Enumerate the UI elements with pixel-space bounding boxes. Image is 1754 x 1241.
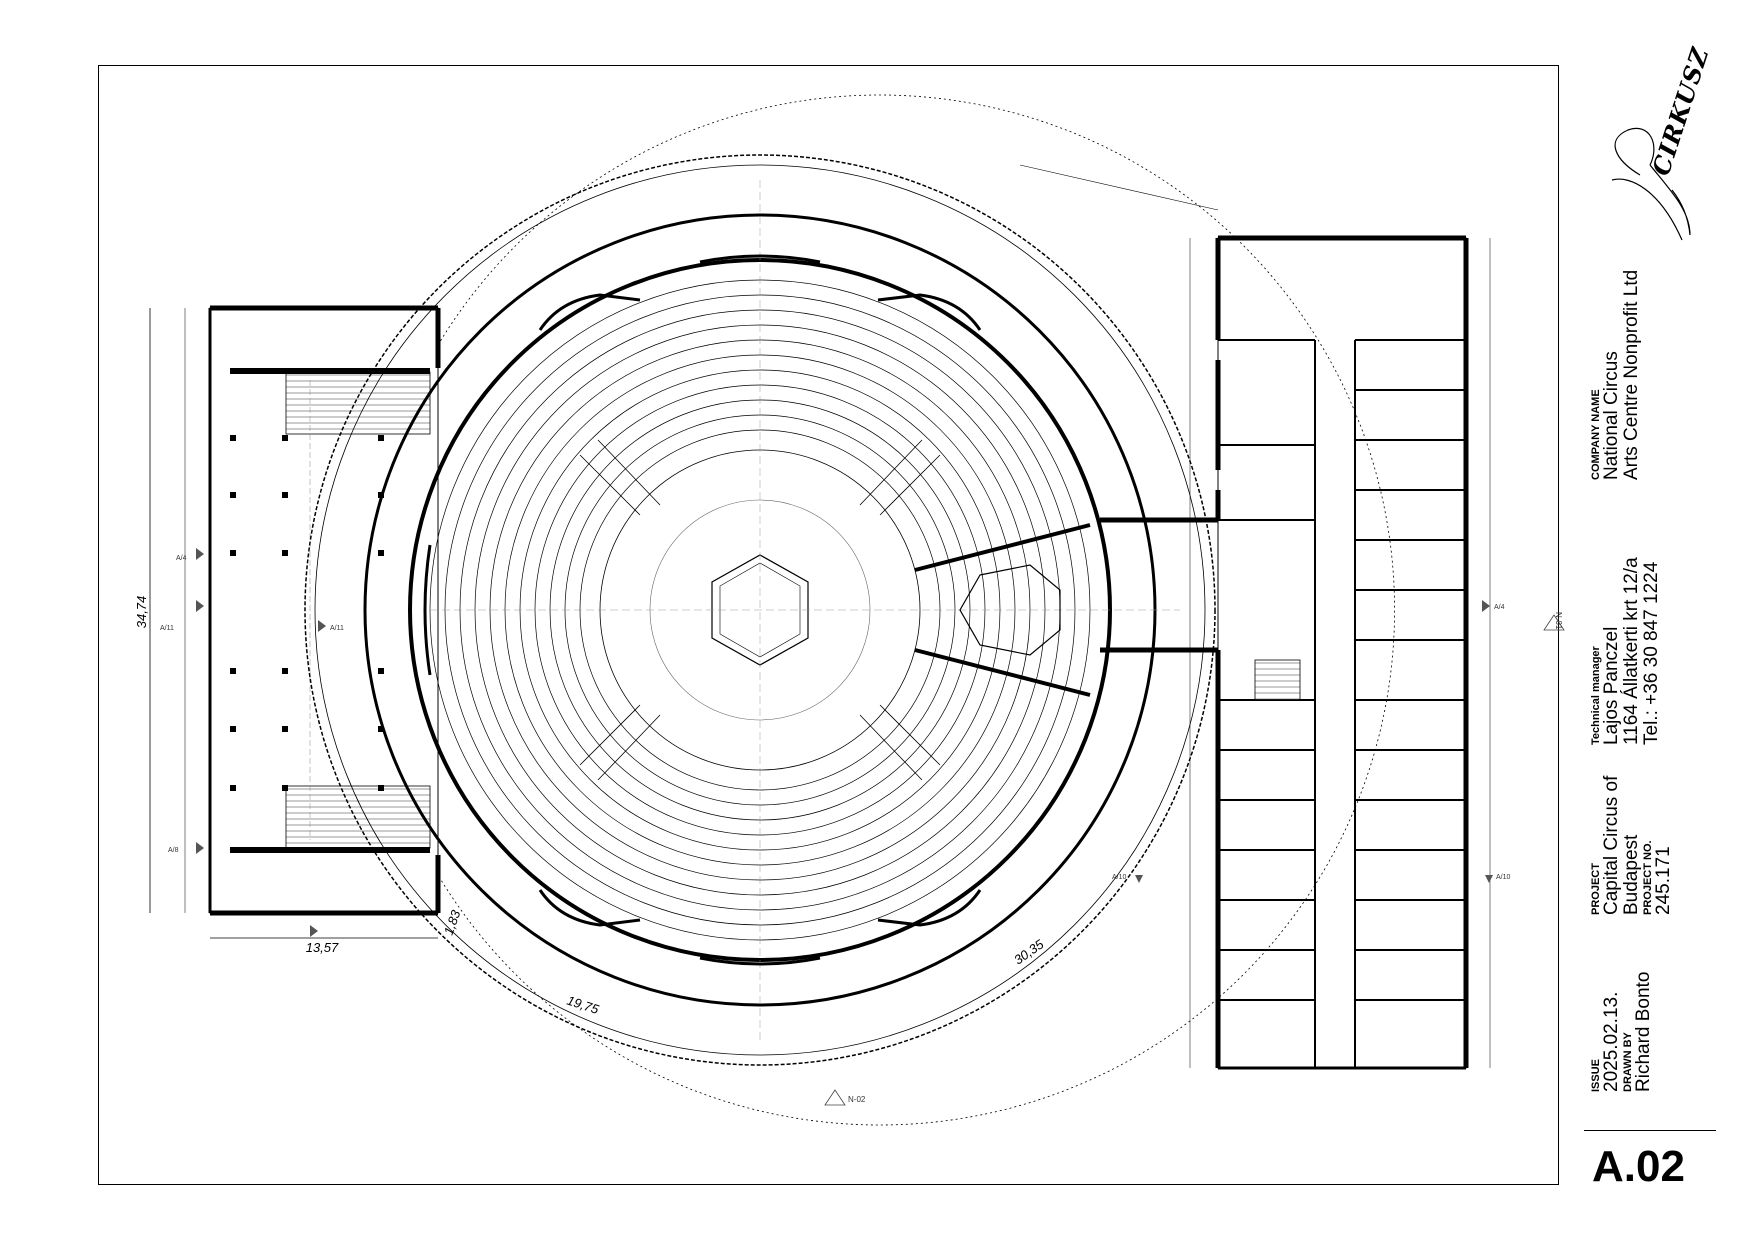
- dim-left-width: 13,57: [306, 940, 339, 955]
- company-line2: Arts Centre Nonprofit Ltd: [1621, 269, 1642, 480]
- dim-arc-bottom: 19,75: [565, 993, 601, 1018]
- project-line2: Budapest: [1621, 834, 1642, 915]
- north-marker-bottom: N-02: [848, 1095, 866, 1104]
- circus-rotunda: [304, 94, 1395, 1126]
- company-line1: National Circus: [1601, 351, 1622, 480]
- mark-left-a4: A/4: [176, 555, 187, 562]
- left-wing: [149, 305, 441, 939]
- logo-mark: [1611, 127, 1691, 241]
- project-line1: Capital Circus of: [1601, 775, 1622, 915]
- mark-right-a10-left: A/10: [1112, 874, 1127, 881]
- right-wing: [1019, 164, 1491, 1070]
- tb-company: COMPANY NAME National Circus Arts Centre…: [1590, 270, 1642, 480]
- mark-right-a10-right: A/10: [1496, 874, 1511, 881]
- mark-left-a11: A/11: [160, 625, 174, 632]
- dim-arc-right: 30,35: [1011, 936, 1047, 967]
- dim-left-height: 34,74: [134, 596, 149, 629]
- tech-phone: Tel.: +36 30 847 1224: [1641, 561, 1662, 745]
- issue-date: 2025.02.13.: [1601, 991, 1622, 1092]
- mark-right-a4: A/4: [1494, 604, 1505, 611]
- tech-address: 1164 Állatkerti krt 12/a: [1621, 557, 1642, 745]
- sheet-frame: [98, 65, 1559, 1185]
- titleblock-divider: [1584, 1130, 1716, 1131]
- tb-issue: ISSUE 2025.02.13. DRAWN BY Richard Bonto: [1590, 972, 1654, 1092]
- section-markers: [196, 548, 1565, 1106]
- mark-left-a8: A/8: [168, 847, 179, 854]
- north-marker-right: N-01: [1554, 612, 1563, 630]
- dim-corner: 1,83: [441, 907, 464, 937]
- tech-name: Lajos Panczel: [1601, 626, 1622, 745]
- sheet-number: A.02: [1592, 1142, 1685, 1191]
- project-no: 245.171: [1653, 846, 1674, 915]
- mark-center-a11: A/11: [330, 625, 344, 632]
- drawn-name: Richard Bonto: [1633, 971, 1654, 1092]
- tb-project: PROJECT Capital Circus of Budapest PROJE…: [1590, 776, 1674, 915]
- tb-technical-manager: Technical manager Lajos Panczel 1164 Áll…: [1590, 557, 1662, 745]
